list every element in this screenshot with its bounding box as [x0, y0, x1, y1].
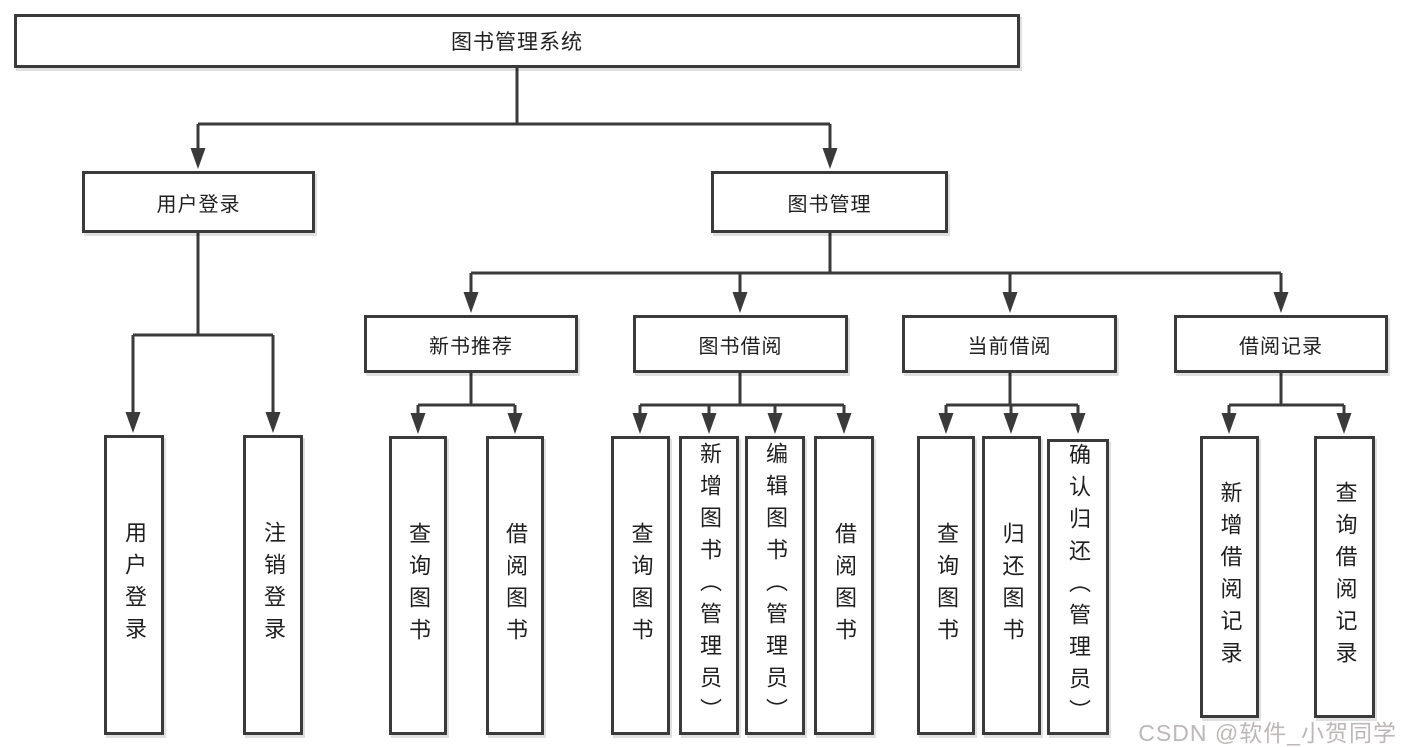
node-borrow-books: 借阅图书 — [814, 436, 874, 735]
node-new-book-recommendation: 新书推荐 — [364, 315, 578, 373]
node-borrow-books-recommend: 借阅图书 — [486, 436, 544, 735]
node-query-borrow-record: 查询借阅记录 — [1314, 436, 1375, 718]
node-book-management-branch: 图书管理 — [711, 171, 948, 233]
node-current-borrowing: 当前借阅 — [902, 315, 1117, 373]
node-logout: 注销登录 — [243, 435, 303, 735]
node-edit-books-admin: 编辑图书（管理员） — [745, 436, 805, 735]
node-book-borrowing: 图书借阅 — [633, 315, 848, 373]
node-query-books-current: 查询图书 — [917, 436, 975, 735]
node-query-books-borrowing: 查询图书 — [611, 436, 670, 735]
node-query-books-recommend: 查询图书 — [389, 436, 447, 735]
arrow-down-icon — [125, 148, 1352, 434]
node-return-books: 归还图书 — [982, 436, 1041, 735]
node-user-login: 用户登录 — [104, 435, 164, 735]
node-borrowing-records: 借阅记录 — [1174, 315, 1388, 373]
node-add-books-admin: 新增图书（管理员） — [679, 436, 739, 735]
node-root: 图书管理系统 — [14, 14, 1020, 68]
node-add-borrow-record: 新增借阅记录 — [1200, 436, 1259, 718]
node-user-login-branch: 用户登录 — [82, 171, 315, 233]
watermark: CSDN @软件_小贺同学 — [1138, 720, 1397, 746]
node-confirm-return-admin: 确认归还（管理员） — [1047, 439, 1109, 735]
